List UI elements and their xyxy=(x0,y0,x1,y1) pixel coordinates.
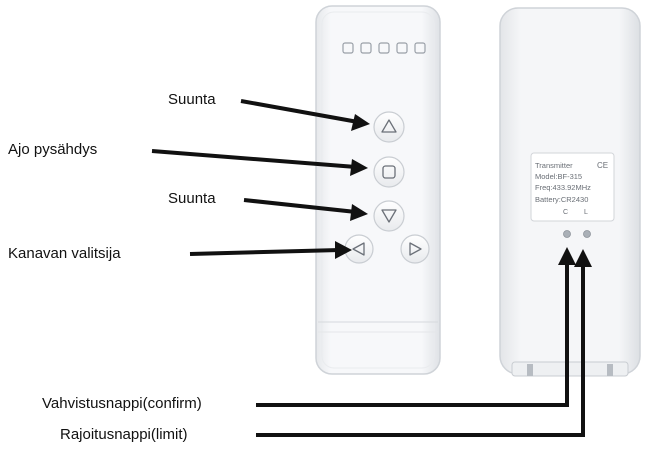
label-stop: Ajo pysähdys xyxy=(8,141,98,158)
remote-front xyxy=(315,5,441,375)
channel-right-button[interactable] xyxy=(400,234,430,264)
triangle-up-icon xyxy=(381,119,397,133)
l-marker: L xyxy=(584,209,588,216)
label-limit-button: Rajoitusnappi(limit) xyxy=(60,426,188,443)
channel-indicator-1 xyxy=(342,42,354,54)
arrow-direction-down xyxy=(243,198,368,221)
arrow-channel-selector xyxy=(189,241,352,259)
stop-button[interactable] xyxy=(373,156,405,188)
up-button[interactable] xyxy=(373,111,405,143)
square-icon xyxy=(382,165,396,179)
arrow-stop xyxy=(151,149,368,176)
channel-indicator-5 xyxy=(414,42,426,54)
sticker-line-4: Battery:CR2430 xyxy=(535,195,588,204)
ce-mark: CE xyxy=(597,161,608,170)
back-sticker: Transmitter CE Model:BF-315 Freq:433.92M… xyxy=(530,152,615,222)
sticker-line-3: Freq:433.92MHz xyxy=(535,183,591,192)
back-foot-right xyxy=(607,364,613,376)
label-channel-selector: Kanavan valitsija xyxy=(8,245,121,262)
label-direction-up: Suunta xyxy=(168,91,216,108)
confirm-pinhole-button[interactable] xyxy=(563,230,571,238)
back-foot-left xyxy=(527,364,533,376)
channel-indicator-2 xyxy=(360,42,372,54)
label-confirm-button: Vahvistusnappi(confirm) xyxy=(42,395,202,412)
sticker-line-2: Model:BF-315 xyxy=(535,172,582,181)
sticker-line-1: Transmitter xyxy=(535,161,573,170)
triangle-down-icon xyxy=(381,209,397,223)
callout-arrows xyxy=(151,99,592,437)
c-marker: C xyxy=(563,209,568,216)
triangle-right-icon xyxy=(409,242,422,256)
down-button[interactable] xyxy=(373,200,405,232)
arrow-confirm xyxy=(256,247,576,407)
label-direction-down: Suunta xyxy=(168,190,216,207)
channel-indicator-3 xyxy=(378,42,390,54)
remote-back: Transmitter CE Model:BF-315 Freq:433.92M… xyxy=(499,7,641,377)
channel-indicator-4 xyxy=(396,42,408,54)
arrow-limit xyxy=(256,249,592,437)
arrow-direction-up xyxy=(240,99,370,131)
limit-pinhole-button[interactable] xyxy=(583,230,591,238)
channel-indicators xyxy=(342,42,426,54)
triangle-left-icon xyxy=(352,242,365,256)
channel-left-button[interactable] xyxy=(344,234,374,264)
